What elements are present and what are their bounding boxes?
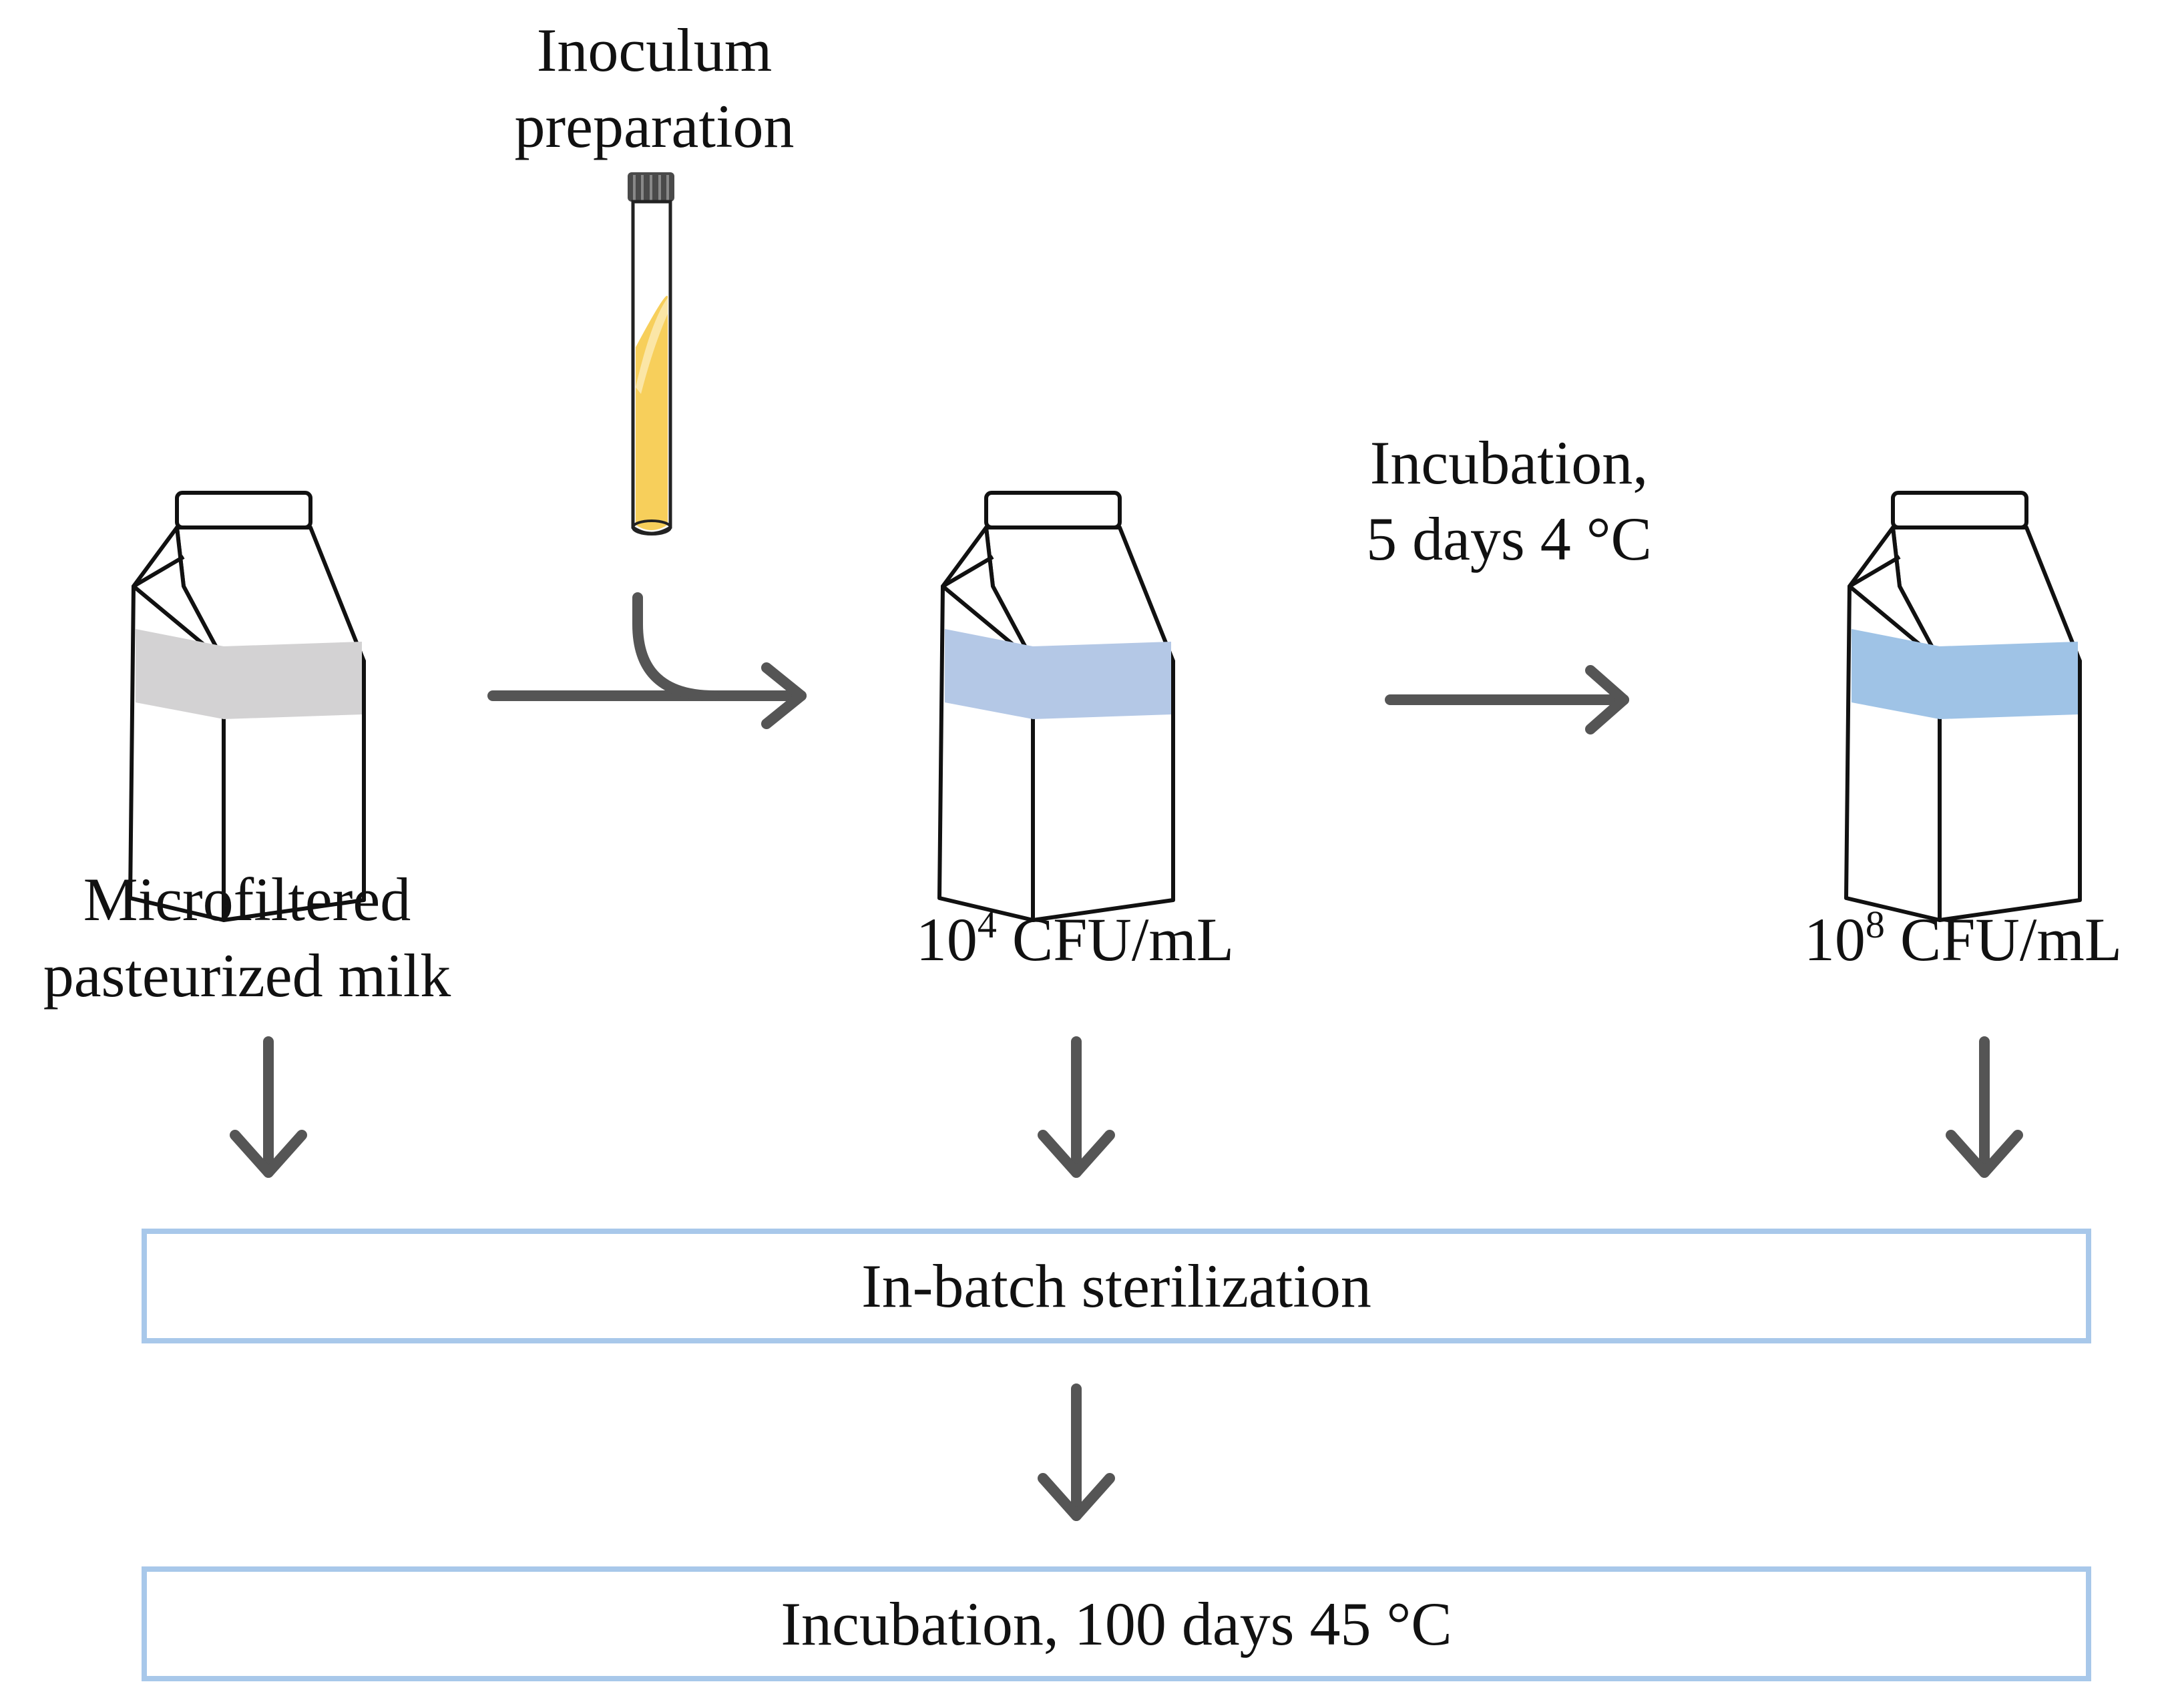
cfu-low-base: 10 xyxy=(915,905,978,974)
milk-label-line1: Microfiltered xyxy=(83,865,411,933)
sterilization-box: In-batch sterilization xyxy=(142,1229,2091,1343)
test-tube-icon xyxy=(628,172,674,536)
tube-liquid xyxy=(636,295,668,530)
liquid-band-10e8 xyxy=(1852,629,1940,719)
inoculum-label-line1: Inoculum xyxy=(536,16,773,84)
arrow-down-control xyxy=(230,1036,307,1178)
milk-carton-10e4 xyxy=(939,493,1173,920)
incubation-short-label-line2: 5 days 4 °C xyxy=(1366,505,1652,573)
inoculum-label-line2: preparation xyxy=(514,92,795,160)
liquid-band-10e4 xyxy=(945,629,1033,719)
cfu-high-exponent: 8 xyxy=(1865,903,1885,946)
arrow-down-10e4 xyxy=(1038,1036,1115,1178)
milk-carton-control xyxy=(130,493,364,920)
arrow-incubate-short xyxy=(1385,665,1629,734)
sterilization-label: In-batch sterilization xyxy=(861,1252,1371,1320)
inoculum-label: Inoculum preparation xyxy=(467,12,841,164)
cfu-high-base: 10 xyxy=(1803,905,1866,974)
milk-carton-10e8 xyxy=(1846,493,2080,920)
arrow-down-10e8 xyxy=(1946,1036,2023,1178)
incubation-long-box: Incubation, 100 days 45 °C xyxy=(142,1566,2091,1681)
arrow-inoculate xyxy=(487,592,807,729)
cfu-high-label: 108 CFU/mL xyxy=(1736,901,2168,986)
liquid-band-control xyxy=(136,629,224,719)
cfu-low-unit: CFU/mL xyxy=(996,905,1235,974)
cfu-low-exponent: 4 xyxy=(977,903,997,946)
incubation-long-label: Incubation, 100 days 45 °C xyxy=(781,1590,1452,1658)
incubation-short-label: Incubation, 5 days 4 °C xyxy=(1309,425,1709,577)
cfu-high-unit: CFU/mL xyxy=(1884,905,2123,974)
cfu-low-label: 104 CFU/mL xyxy=(848,901,1302,986)
incubation-short-label-line1: Incubation, xyxy=(1369,429,1649,497)
arrow-down-sterilization xyxy=(1038,1383,1115,1521)
milk-label: Microfiltered pasteurized milk xyxy=(7,861,487,1014)
milk-label-line2: pasteurized milk xyxy=(43,941,451,1010)
